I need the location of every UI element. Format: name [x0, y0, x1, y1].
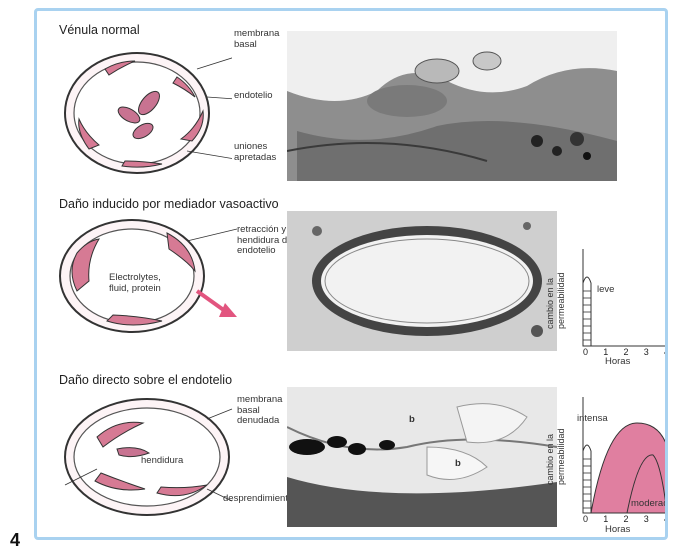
label-denuded-membrane: membrana basal denudada — [237, 395, 282, 427]
tick-label: 0 — [583, 514, 588, 524]
tick-label: 3 — [644, 514, 649, 524]
intense-xticks: 0 1 2 3 4 — [583, 514, 668, 524]
label-gap: hendidura — [141, 456, 183, 467]
label-retraction: retracción y hendidura del endotelio — [237, 225, 295, 257]
micrograph-direct-damage — [287, 387, 557, 527]
micro-label-b: b — [409, 415, 415, 426]
tick-label: 4 — [664, 347, 668, 357]
label-endothelium: endotelio — [234, 91, 273, 102]
intense-xlabel: Horas — [605, 525, 630, 536]
page-number: 4 — [10, 530, 20, 551]
micrograph-normal — [287, 31, 617, 181]
title-vasoactive: Daño inducido por mediador vasoactivo — [59, 197, 279, 211]
tick-label: 3 — [644, 347, 649, 357]
figure-frame: Vénula normal membrana basal endotelio u… — [34, 8, 668, 540]
moderate-label: moderada — [631, 499, 668, 510]
micrograph-vasoactive — [287, 211, 557, 351]
label-tight-junctions: uniones apretadas — [234, 142, 276, 163]
normal-venule-drawing — [47, 41, 232, 181]
label-membrane-basal: membrana basal — [234, 29, 279, 50]
title-direct-damage: Daño directo sobre el endotelio — [59, 373, 232, 387]
tick-label: 2 — [623, 514, 628, 524]
title-normal: Vénula normal — [59, 23, 140, 37]
tick-label: 1 — [603, 514, 608, 524]
label-leakage: Electrolytes, fluid, protein — [109, 273, 161, 294]
micro-label-b: b — [455, 459, 461, 470]
mild-xlabel: Horas — [605, 357, 630, 368]
tick-label: 0 — [583, 347, 588, 357]
tick-label: 4 — [664, 514, 668, 524]
mild-ylabel: cambio en la permeabilidad — [545, 272, 566, 329]
intense-ylabel: cambio en la permeabilidad — [545, 428, 566, 485]
label-detachment: desprendimiento — [223, 494, 293, 505]
intense-label: intensa — [577, 414, 608, 425]
mild-peak-label: leve — [597, 285, 614, 296]
